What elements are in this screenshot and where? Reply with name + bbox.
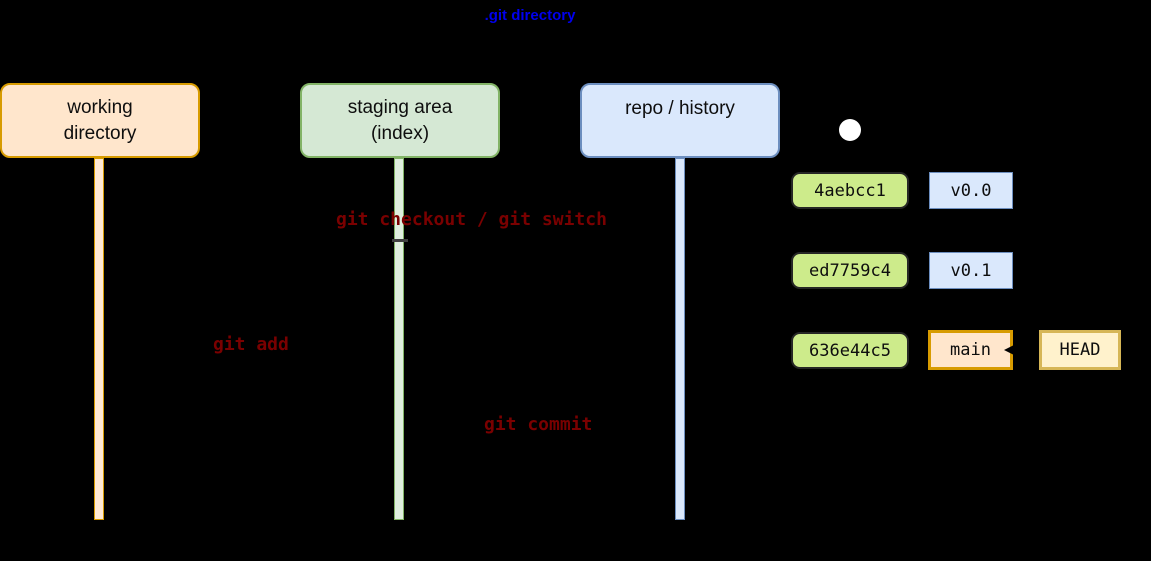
commit-node-ed7759c4: ed7759c4 — [791, 252, 909, 289]
staging-area-lifeline — [394, 158, 404, 520]
repo-history-label: repo / history — [625, 98, 735, 119]
repo-history-box: repo / history — [580, 83, 780, 158]
tag-node-v0-1: v0.1 — [929, 252, 1013, 289]
head-pointer-node: HEAD — [1039, 330, 1121, 370]
commit-start-dot — [839, 119, 861, 141]
head-label: HEAD — [1059, 340, 1101, 360]
working-directory-label-line2: directory — [63, 122, 137, 144]
staging-area-label-line2: (index) — [370, 122, 430, 144]
git-commit-label: git commit — [484, 414, 593, 435]
commit-hash: 636e44c5 — [809, 340, 891, 361]
commit-hash: ed7759c4 — [809, 260, 891, 281]
diagram-title: .git directory — [484, 7, 576, 24]
working-directory-label-line1: working — [67, 96, 133, 118]
git-add-label: git add — [213, 334, 289, 355]
tag-node-v0-0: v0.0 — [929, 172, 1013, 209]
repo-history-lifeline — [675, 158, 685, 520]
commit-hash: 4aebcc1 — [814, 180, 886, 201]
staging-area-box: staging area (index) — [300, 83, 500, 158]
head-to-main-arrowhead-icon — [1004, 345, 1014, 355]
checkout-arrow-crossing-tick — [392, 239, 408, 242]
tag-label: v0.0 — [950, 180, 992, 201]
staging-area-label-line1: staging area — [347, 96, 453, 118]
commit-node-4aebcc1: 4aebcc1 — [791, 172, 909, 209]
commit-node-636e44c5: 636e44c5 — [791, 332, 909, 369]
branch-label: main — [950, 340, 991, 360]
git-checkout-switch-label: git checkout / git switch — [336, 209, 607, 230]
tag-label: v0.1 — [950, 260, 992, 281]
working-directory-box: working directory — [0, 83, 200, 158]
working-directory-lifeline — [94, 158, 104, 520]
branch-node-main: main — [928, 330, 1013, 370]
